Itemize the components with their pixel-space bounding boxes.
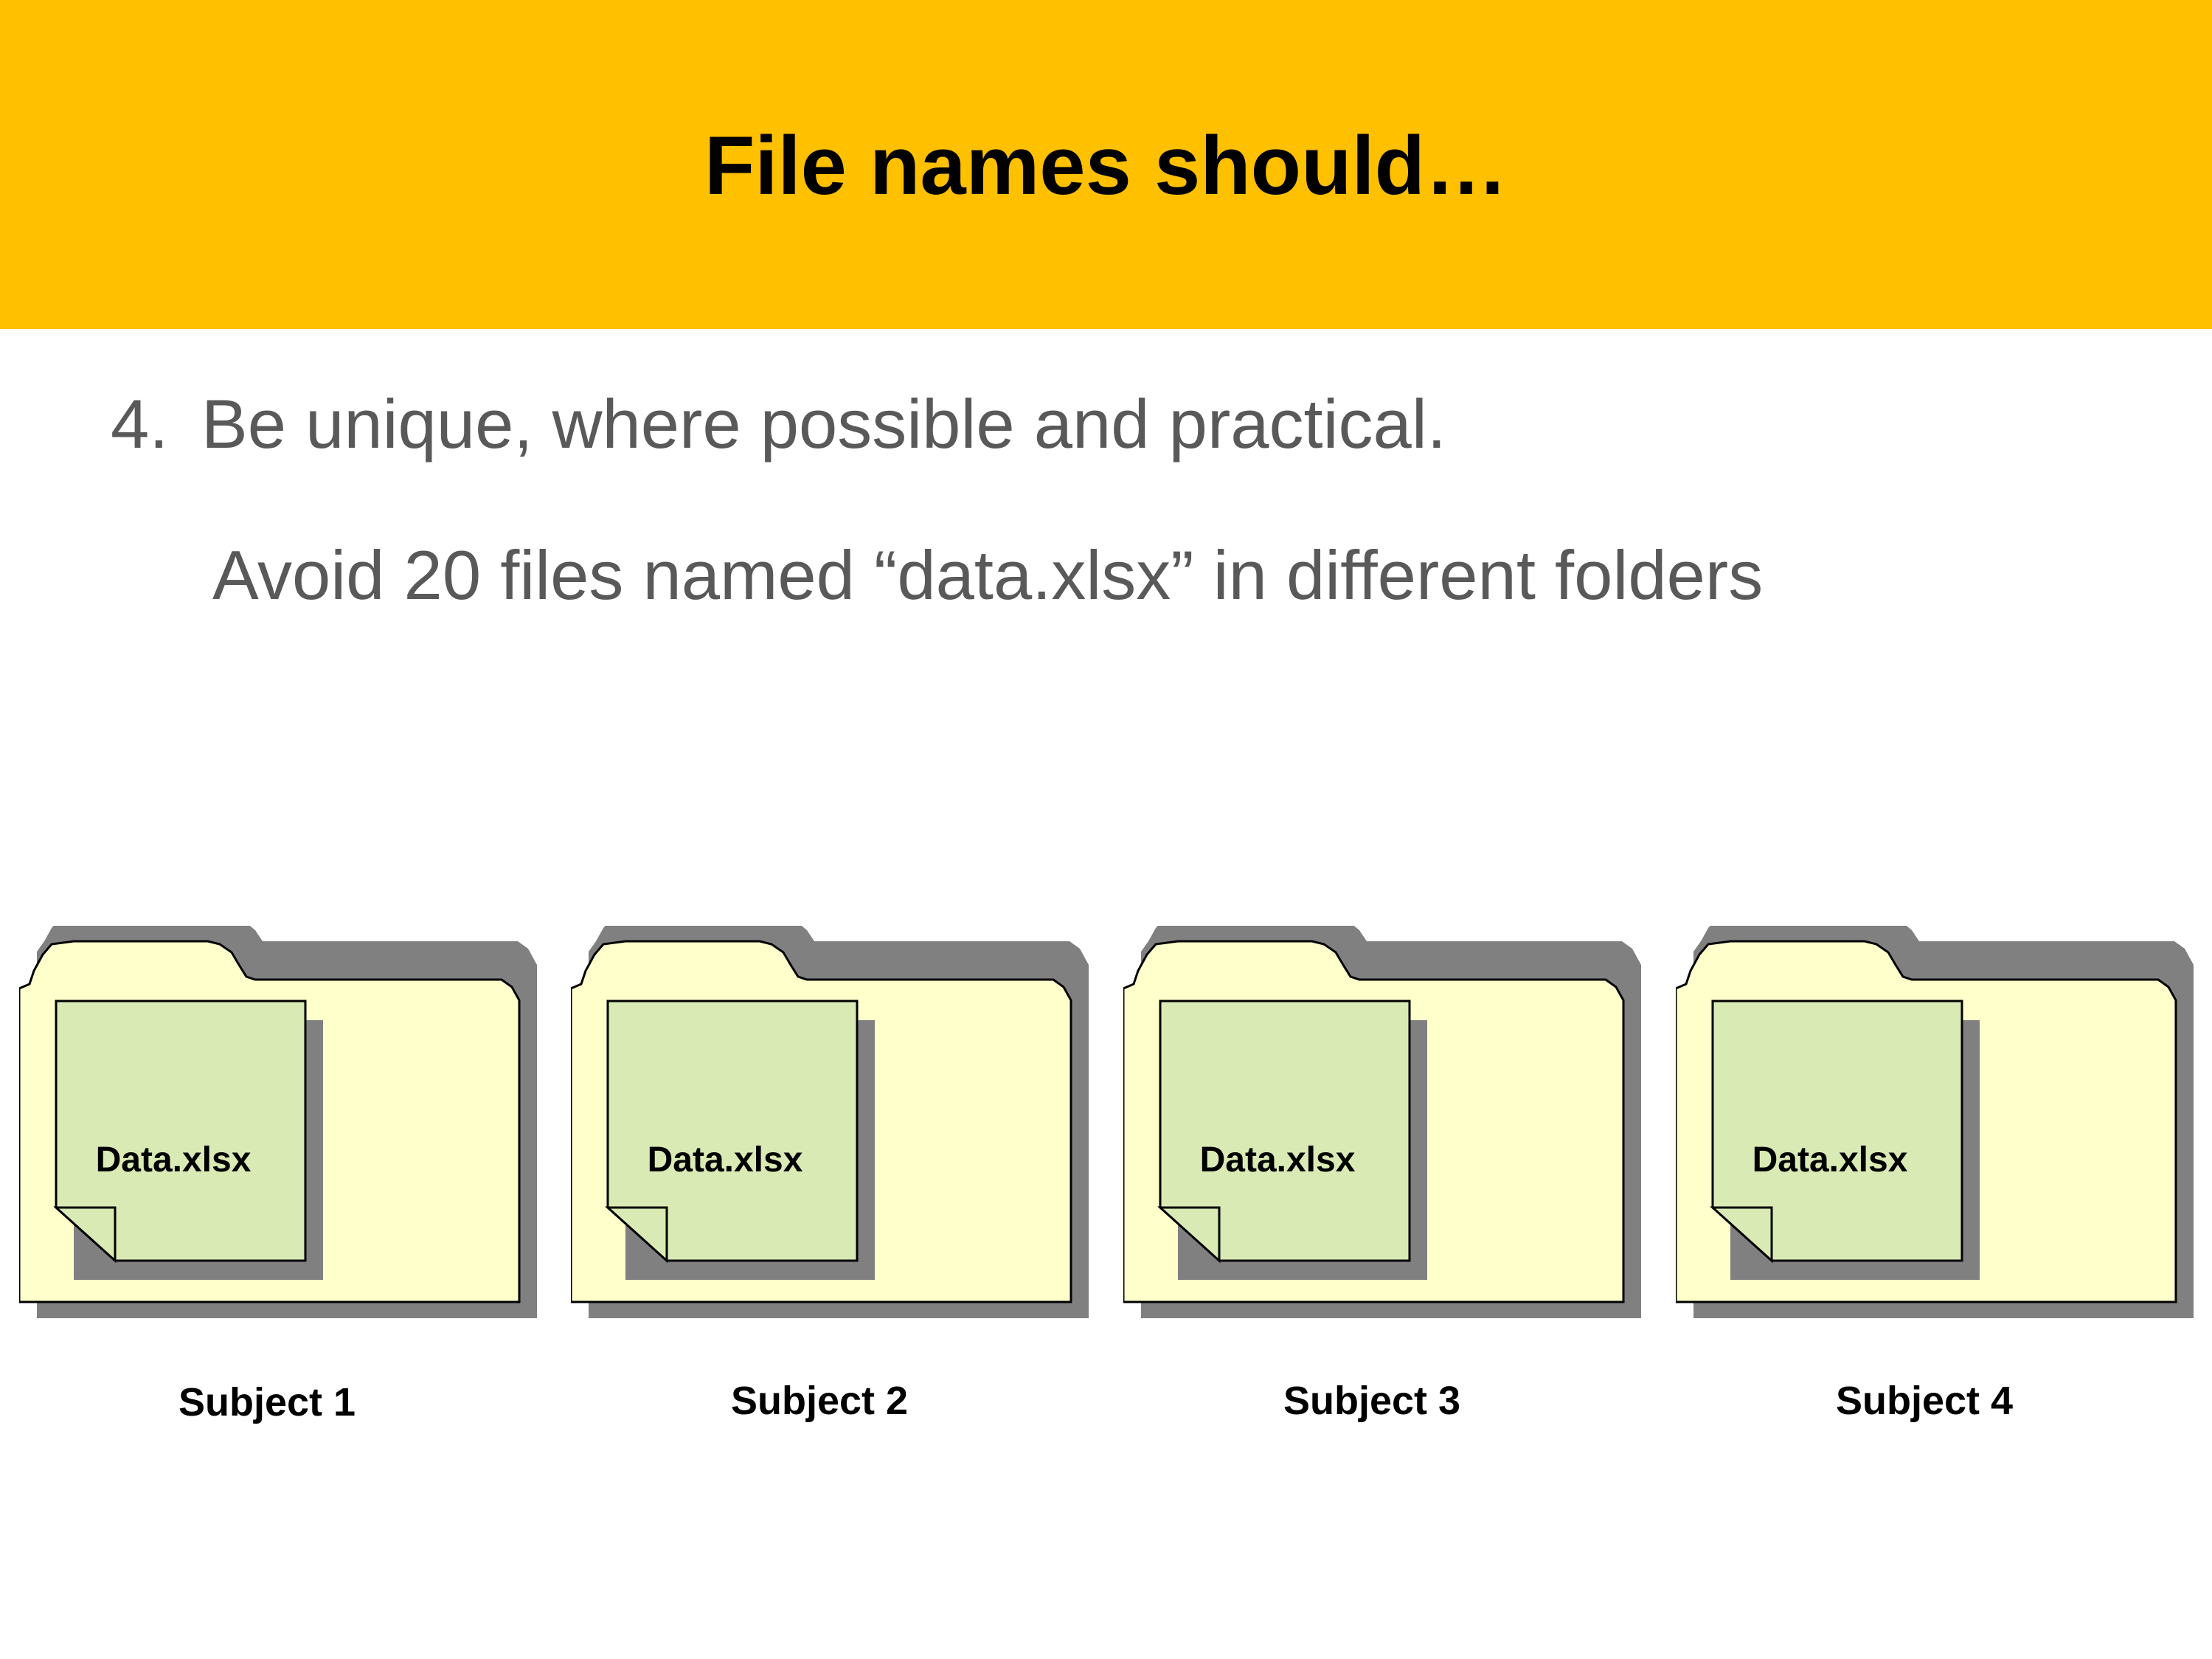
folder-subject-4: Data.xlsx (1676, 926, 2199, 1324)
title-bar (0, 0, 2212, 329)
folder-label: Subject 3 (1283, 1379, 1461, 1423)
slide-title: File names should… (704, 120, 1508, 212)
folder-icon (19, 926, 537, 1318)
file-name: Data.xlsx (1199, 1140, 1356, 1180)
folder-icon (571, 926, 1089, 1318)
folder-icon (1676, 926, 2194, 1318)
folder-subject-3: Data.xlsx (1123, 926, 1647, 1324)
point-text: Be unique, where possible and practical. (201, 385, 1446, 463)
folder-label: Subject 4 (1835, 1379, 2014, 1423)
folder-subject-1: Data.xlsx (19, 926, 543, 1324)
file-name: Data.xlsx (1752, 1140, 1908, 1180)
point-number: 4. (111, 385, 169, 463)
file-name: Data.xlsx (647, 1140, 803, 1180)
sub-point-text: Avoid 20 files named “data.xlsx” in diff… (212, 536, 1764, 614)
point-item: 4. Be unique, where possible and practica… (111, 384, 1446, 465)
folder-icon (1123, 926, 1641, 1318)
folder-subject-2: Data.xlsx (571, 926, 1095, 1324)
folder-label: Subject 1 (178, 1380, 356, 1424)
folder-label: Subject 2 (730, 1379, 909, 1423)
file-name: Data.xlsx (95, 1140, 252, 1180)
